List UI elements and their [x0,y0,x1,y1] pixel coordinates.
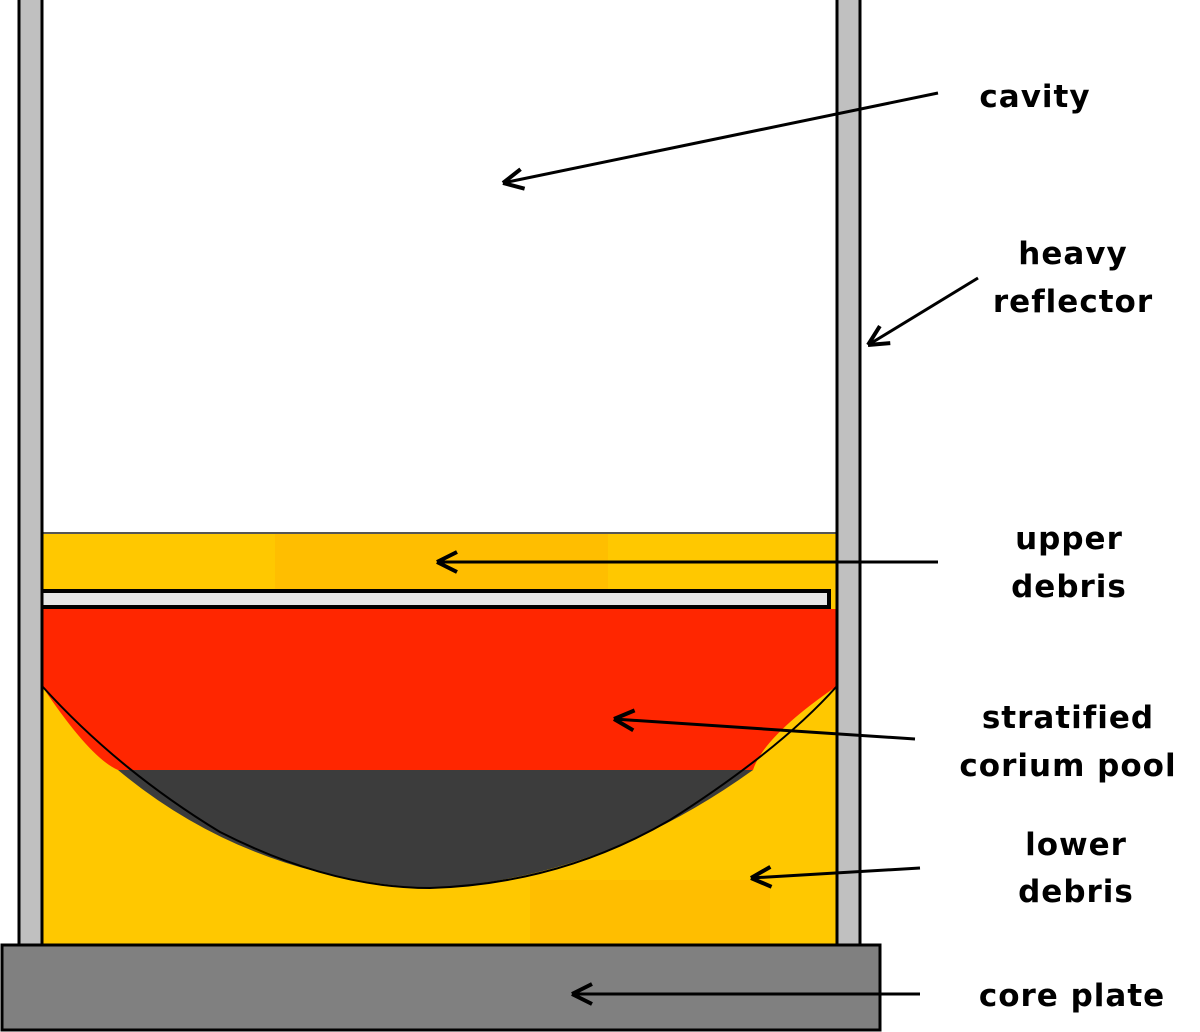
label-upper-debris-line-2: debris [1011,569,1127,605]
label-cavity: cavity [979,79,1090,115]
label-core-plate: core plate [979,978,1165,1014]
arrow-heavy-reflector [866,276,979,347]
heavy-reflector-right-wall [835,0,862,950]
label-heavy-reflector-line-2: reflector [993,284,1153,320]
corium-oxide-layer [42,609,837,770]
arrow-stratified-corium-pool [612,708,916,741]
leader-arrows [436,91,979,1006]
heavy-reflector-left-wall [17,0,44,950]
label-heavy-reflector-line-1: heavy [1018,236,1127,272]
arrow-lower-debris [750,865,921,889]
corium-metal-layer [118,770,753,888]
crust-plate [33,589,831,609]
corium-pool-boundary [41,685,838,890]
label-stratified-corium-pool-line-2: corium pool [959,748,1176,784]
core-plate-region [0,943,882,1032]
label-stratified-corium-pool-line-1: stratified [982,700,1154,736]
arrow-cavity [501,91,939,191]
lower-debris-shade [530,880,770,945]
label-lower-debris-line-1: lower [1025,827,1127,863]
label-upper-debris-line-1: upper [1015,521,1123,557]
cavity-region [42,0,837,533]
label-lower-debris-line-2: debris [1018,874,1134,910]
